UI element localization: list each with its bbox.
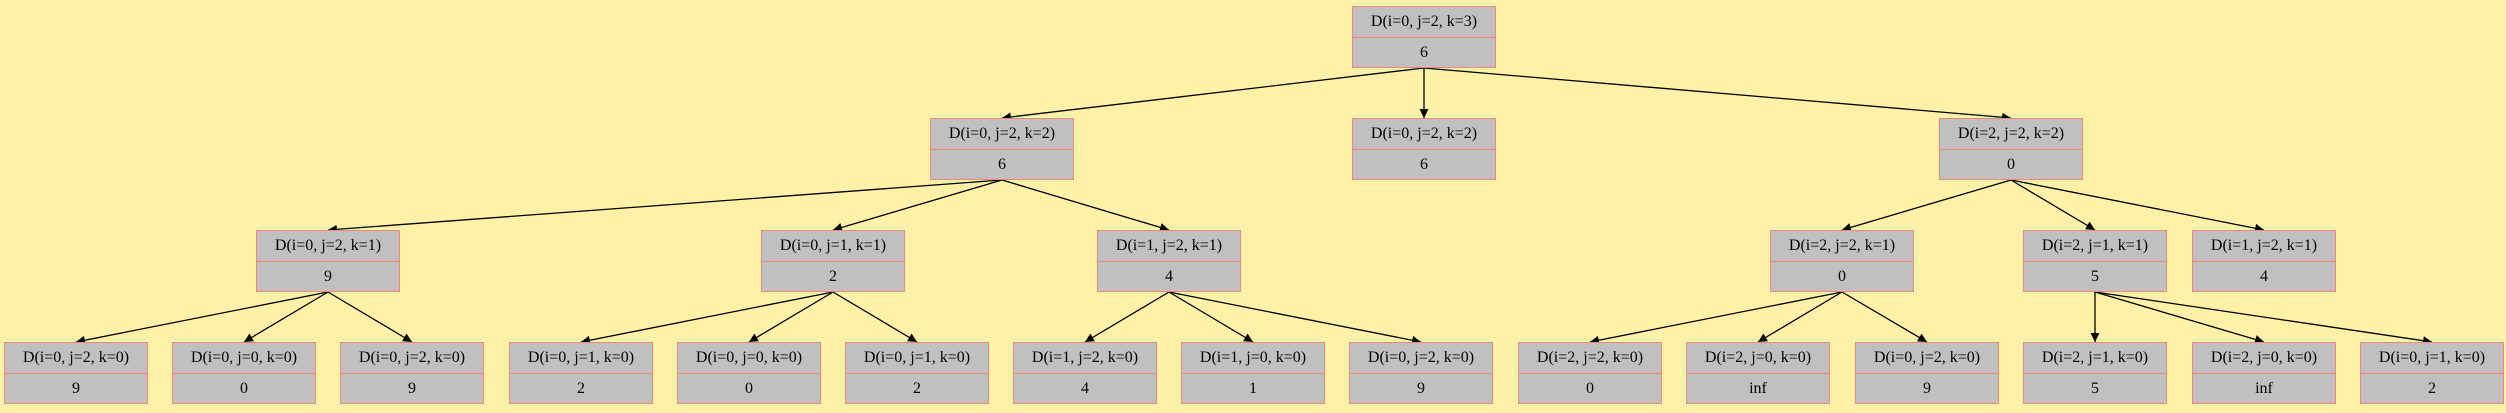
tree-node: D(i=2, j=2, k=0) 0 bbox=[1518, 342, 1662, 404]
node-label: D(i=0, j=1, k=0) bbox=[846, 343, 988, 374]
node-label: D(i=2, j=2, k=2) bbox=[1940, 119, 2082, 150]
tree-node: D(i=0, j=2, k=0) 9 bbox=[1349, 342, 1493, 404]
node-label: D(i=0, j=2, k=2) bbox=[931, 119, 1073, 150]
tree-node: D(i=0, j=1, k=0) 2 bbox=[845, 342, 989, 404]
tree-edge-arrow bbox=[580, 291, 834, 345]
node-value: 1 bbox=[1249, 380, 1257, 397]
tree-node: D(i=1, j=2, k=1) 4 bbox=[1097, 230, 1241, 292]
node-label: D(i=1, j=2, k=1) bbox=[2193, 231, 2335, 262]
tree-node: D(i=0, j=0, k=0) 0 bbox=[172, 342, 316, 404]
tree-edge-arrow bbox=[1001, 67, 1425, 122]
node-label: D(i=2, j=1, k=0) bbox=[2024, 343, 2166, 374]
tree-node: D(i=1, j=2, k=0) 4 bbox=[1013, 342, 1157, 404]
node-value: inf bbox=[1749, 380, 1767, 397]
node-value: 9 bbox=[72, 380, 80, 397]
node-value: 9 bbox=[1417, 380, 1425, 397]
tree-node: D(i=0, j=1, k=0) 2 bbox=[2360, 342, 2504, 404]
tree-node: D(i=2, j=2, k=2) 0 bbox=[1939, 118, 2083, 180]
node-label: D(i=0, j=2, k=0) bbox=[1856, 343, 1998, 374]
tree-node: D(i=1, j=2, k=1) 4 bbox=[2192, 230, 2336, 292]
node-value: 5 bbox=[2091, 268, 2099, 285]
tree-edge-arrow bbox=[1084, 291, 1170, 343]
tree-node: D(i=0, j=2, k=2) 6 bbox=[1352, 118, 1496, 180]
tree-edge-arrow bbox=[1168, 291, 1422, 345]
tree-edge-arrow bbox=[832, 291, 918, 343]
node-value: 4 bbox=[2260, 268, 2268, 285]
node-label: D(i=2, j=2, k=1) bbox=[1771, 231, 1913, 262]
tree-edge-arrow bbox=[2010, 179, 2096, 231]
node-label: D(i=0, j=2, k=0) bbox=[341, 343, 483, 374]
node-label: D(i=1, j=2, k=0) bbox=[1014, 343, 1156, 374]
tree-edge-arrow bbox=[2094, 291, 2265, 344]
node-value: 6 bbox=[998, 156, 1006, 173]
tree-node: D(i=2, j=2, k=1) 0 bbox=[1770, 230, 1914, 292]
tree-edge-arrow bbox=[748, 291, 834, 343]
node-label: D(i=2, j=0, k=0) bbox=[1687, 343, 1829, 374]
tree-edge-arrow bbox=[1841, 291, 1928, 343]
tree-edge-arrow bbox=[243, 291, 329, 343]
tree-node: D(i=0, j=2, k=0) 9 bbox=[340, 342, 484, 404]
tree-node: D(i=0, j=2, k=0) 9 bbox=[1855, 342, 1999, 404]
node-value: 2 bbox=[577, 380, 585, 397]
tree-edge-arrow bbox=[1757, 291, 1843, 343]
node-label: D(i=0, j=2, k=3) bbox=[1353, 7, 1495, 38]
node-label: D(i=0, j=2, k=1) bbox=[257, 231, 399, 262]
tree-edge-arrow bbox=[327, 291, 413, 343]
tree-edge-arrow bbox=[1001, 179, 1170, 232]
node-label: D(i=0, j=1, k=1) bbox=[762, 231, 904, 262]
tree-edge-arrow bbox=[327, 179, 1003, 234]
node-value: 0 bbox=[745, 380, 753, 397]
tree-edge-arrow bbox=[75, 291, 329, 345]
tree-node: D(i=0, j=2, k=0) 9 bbox=[4, 342, 148, 404]
node-label: D(i=0, j=2, k=0) bbox=[1350, 343, 1492, 374]
node-label: D(i=0, j=1, k=0) bbox=[510, 343, 652, 374]
tree-node: D(i=2, j=1, k=0) 5 bbox=[2023, 342, 2167, 404]
node-value: 0 bbox=[1586, 380, 1594, 397]
tree-node: D(i=2, j=0, k=0) inf bbox=[1686, 342, 1830, 404]
node-label: D(i=0, j=0, k=0) bbox=[173, 343, 315, 374]
tree-edge-arrow bbox=[1423, 67, 2012, 122]
node-label: D(i=0, j=2, k=2) bbox=[1353, 119, 1495, 150]
node-label: D(i=0, j=0, k=0) bbox=[678, 343, 820, 374]
node-label: D(i=2, j=2, k=0) bbox=[1519, 343, 1661, 374]
node-value: 0 bbox=[240, 380, 248, 397]
node-value: 0 bbox=[1838, 268, 1846, 285]
tree-edge-arrow bbox=[1589, 291, 1843, 345]
tree-node: D(i=0, j=2, k=3) 6 bbox=[1352, 6, 1496, 68]
tree-node: D(i=0, j=2, k=2) 6 bbox=[930, 118, 1074, 180]
node-value: 9 bbox=[408, 380, 416, 397]
tree-node: D(i=2, j=0, k=0) inf bbox=[2192, 342, 2336, 404]
node-value: 6 bbox=[1420, 44, 1428, 61]
node-value: 0 bbox=[2007, 156, 2015, 173]
tree-edge-arrow bbox=[1168, 291, 1254, 343]
node-label: D(i=2, j=1, k=1) bbox=[2024, 231, 2166, 262]
tree-edge-arrow bbox=[2094, 291, 2433, 346]
tree-edge-arrow bbox=[1841, 179, 2012, 232]
node-value: 9 bbox=[324, 268, 332, 285]
tree-node: D(i=0, j=1, k=1) 2 bbox=[761, 230, 905, 292]
node-value: 4 bbox=[1081, 380, 1089, 397]
node-label: D(i=1, j=0, k=0) bbox=[1182, 343, 1324, 374]
node-value: inf bbox=[2255, 380, 2273, 397]
node-label: D(i=0, j=1, k=0) bbox=[2361, 343, 2503, 374]
tree-edge-arrow bbox=[2010, 179, 2265, 233]
node-value: 2 bbox=[829, 268, 837, 285]
node-value: 4 bbox=[1165, 268, 1173, 285]
tree-node: D(i=1, j=0, k=0) 1 bbox=[1181, 342, 1325, 404]
tree-node: D(i=0, j=2, k=1) 9 bbox=[256, 230, 400, 292]
tree-node: D(i=0, j=0, k=0) 0 bbox=[677, 342, 821, 404]
tree-edge-arrow bbox=[832, 179, 1003, 232]
node-value: 9 bbox=[1923, 380, 1931, 397]
node-value: 5 bbox=[2091, 380, 2099, 397]
node-value: 2 bbox=[913, 380, 921, 397]
tree-node: D(i=2, j=1, k=1) 5 bbox=[2023, 230, 2167, 292]
node-label: D(i=2, j=0, k=0) bbox=[2193, 343, 2335, 374]
node-value: 2 bbox=[2428, 380, 2436, 397]
tree-node: D(i=0, j=1, k=0) 2 bbox=[509, 342, 653, 404]
node-value: 6 bbox=[1420, 156, 1428, 173]
node-label: D(i=1, j=2, k=1) bbox=[1098, 231, 1240, 262]
node-label: D(i=0, j=2, k=0) bbox=[5, 343, 147, 374]
